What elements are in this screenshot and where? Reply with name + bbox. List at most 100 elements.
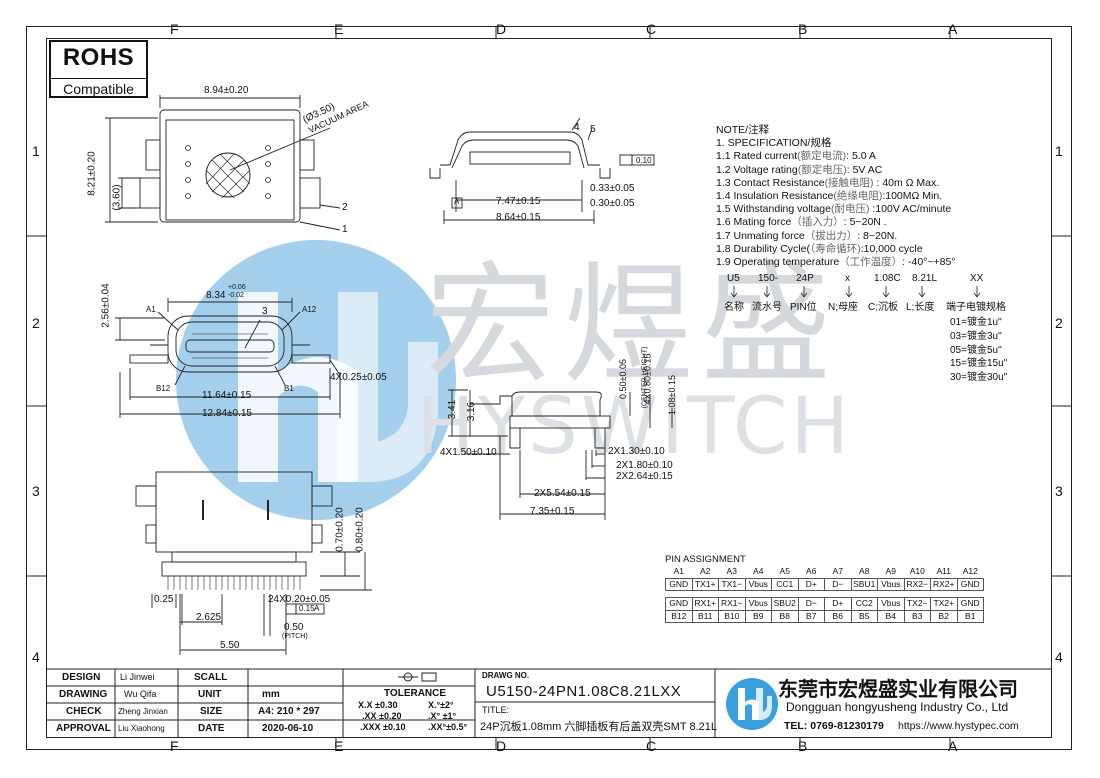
note-line-2: 1.1 Rated current(额定电流): 5.0 A [716, 150, 876, 163]
company-tel: TEL: 0769-81230179 [784, 720, 884, 732]
tb-key-date: DATE [198, 723, 225, 734]
zone-bottom-d: D [496, 738, 507, 754]
partdesc-1: 流水号 [752, 302, 782, 313]
partcode-3: x [845, 273, 850, 284]
dim-b-025: 0.25 [154, 594, 174, 605]
outer-frame [26, 26, 1072, 750]
dim-b-24x: 24X0.20±0.05 [268, 594, 331, 605]
watermark-logo [176, 240, 456, 520]
front-view [115, 298, 341, 418]
dim-pcb-735: 7.35±0.15 [530, 506, 575, 517]
tb-name-drawing: Wu Qifa [124, 689, 157, 699]
zone-right-2: 2 [1055, 315, 1063, 331]
partdesc-3: N;母座 [828, 302, 858, 313]
title-text: 24P沉板1.08mm 六脚插板有后盖双壳SMT 8.21L [480, 721, 717, 733]
plating-3: 15=镀金15u" [950, 358, 1008, 369]
gdt-015: 0.15 [299, 604, 315, 613]
drawg-number: U5150-24PN1.08C8.21LXX [486, 683, 682, 700]
partcode-arrows [730, 286, 981, 298]
dim-d030: 0.30±0.05 [590, 198, 635, 209]
plating-2: 05=镀金5u" [950, 345, 1002, 356]
note-line-0: NOTE/注释 [716, 124, 770, 136]
partcode-6: XX [970, 273, 984, 284]
partdesc-0: 名称 [724, 302, 744, 313]
title-label: TITLE: [482, 705, 510, 715]
tb-val-unit: mm [262, 689, 280, 700]
tol-2-a: .XXX ±0.10 [360, 722, 406, 732]
gdt-datum-a: A [314, 604, 320, 613]
tb-val-date: 2020-06-10 [262, 723, 314, 734]
partdesc-5: L;长度 [906, 302, 935, 313]
tb-label-check: CHECK [66, 706, 102, 717]
dim-b-050: 0.50 [284, 622, 304, 633]
top-view [105, 95, 341, 231]
zone-right-4: 4 [1055, 649, 1063, 665]
tol-1-b: .X° ±1° [428, 711, 457, 721]
zone-bottom-a: A [948, 738, 958, 754]
label-side-5: 5 [590, 124, 596, 135]
dim-b-2625: 2.625 [196, 612, 222, 623]
partdesc-2: PIN位 [790, 302, 817, 313]
tb-key-scall: SCALL [194, 672, 228, 683]
tol-1-a: .XX ±0.20 [362, 711, 402, 721]
zone-bottom-f: F [170, 738, 179, 754]
rohs-badge: ROHS Compatible [49, 40, 148, 98]
plating-4: 30=镀金30u" [950, 372, 1008, 383]
zone-left-1: 1 [32, 143, 40, 159]
pin-assignment-title: PIN ASSIGNMENT [665, 554, 746, 565]
zone-top-f: F [170, 21, 179, 37]
dim-front-width: 8.34 [206, 290, 226, 301]
partcode-5: 8.21L [912, 273, 938, 284]
tb-key-size: SIZE [200, 706, 223, 717]
label-b12: B12 [156, 384, 171, 393]
dim-pcb-2x130: 2X1.30±0.10 [608, 446, 665, 457]
flatness-010: 0.10 [636, 156, 652, 165]
note-line-1: 1. SPECIFICATION/规格 [716, 137, 832, 150]
partcode-2: 24P [796, 273, 814, 284]
note-line-4: 1.3 Contact Resistance(接触电阻) : 40m Ω Max… [716, 176, 940, 189]
tol-0-b: X.°±2° [428, 700, 454, 710]
label-side-4: 4 [574, 122, 580, 133]
drawing-border [46, 38, 1052, 738]
note-line-9: 1.8 Durability Cycle(（寿命循环):10,000 cycle [716, 242, 923, 255]
plating-0: 01=镀金1u" [950, 317, 1002, 328]
company-name-cn: 东莞市宏煜盛实业有限公司 [778, 679, 1018, 701]
zone-top-d: D [496, 21, 507, 37]
spec-notes: NOTE/注释 1. SPECIFICATION/规格 1.1 Rated cu… [716, 124, 956, 269]
lead-3: 3 [262, 306, 268, 317]
tb-name-check: Zheng Jinxian [118, 707, 168, 716]
lead-1: 1 [342, 224, 348, 235]
dim-w1164: 11.64±0.15 [202, 390, 252, 401]
tol-2-b: .XX°±0.5° [428, 722, 468, 732]
dim-tab-4x025: 4X0.25±0.05 [330, 372, 387, 383]
rohs-title: ROHS [62, 44, 135, 71]
partdesc-4: C;沉板 [868, 302, 898, 313]
zone-top-b: B [798, 21, 808, 37]
side-section [448, 389, 673, 520]
tolerance-title: TOLERANCE [384, 688, 447, 699]
company-logo-icon [726, 678, 778, 730]
partcode-0: U5 [727, 273, 740, 284]
note-line-7: 1.6 Mating force（插入力）: 5~20N . [716, 216, 887, 229]
dim-front-tol-up: +0.06 [228, 284, 246, 291]
dim-b-pitch: (PITCH) [282, 633, 308, 640]
company-name-en: Dongguan hongyusheng Industry Co., Ltd [786, 700, 1009, 714]
watermark-cn: 宏煜盛 [425, 249, 840, 401]
note-line-5: 1.4 Insulation Resistance(绝缘电阻):100MΩ Mi… [716, 189, 943, 202]
note-line-6: 1.5 Withstanding voltage(耐电压) :100V AC/m… [716, 203, 952, 216]
label-a1: A1 [146, 305, 156, 314]
zone-right-1: 1 [1055, 143, 1063, 159]
zone-bottom-b: B [798, 738, 808, 754]
zone-top-e: E [334, 21, 344, 37]
zone-top-a: A [948, 21, 958, 37]
label-a12: A12 [302, 305, 317, 314]
tb-name-design: Li Jinwei [120, 672, 155, 682]
zone-top-c: C [646, 21, 657, 37]
dim-pcb-2x180: 2X1.80±0.10 [616, 460, 673, 471]
lead-2: 2 [342, 202, 348, 213]
company-web-link[interactable]: https://www.hystypec.com [898, 720, 1019, 732]
